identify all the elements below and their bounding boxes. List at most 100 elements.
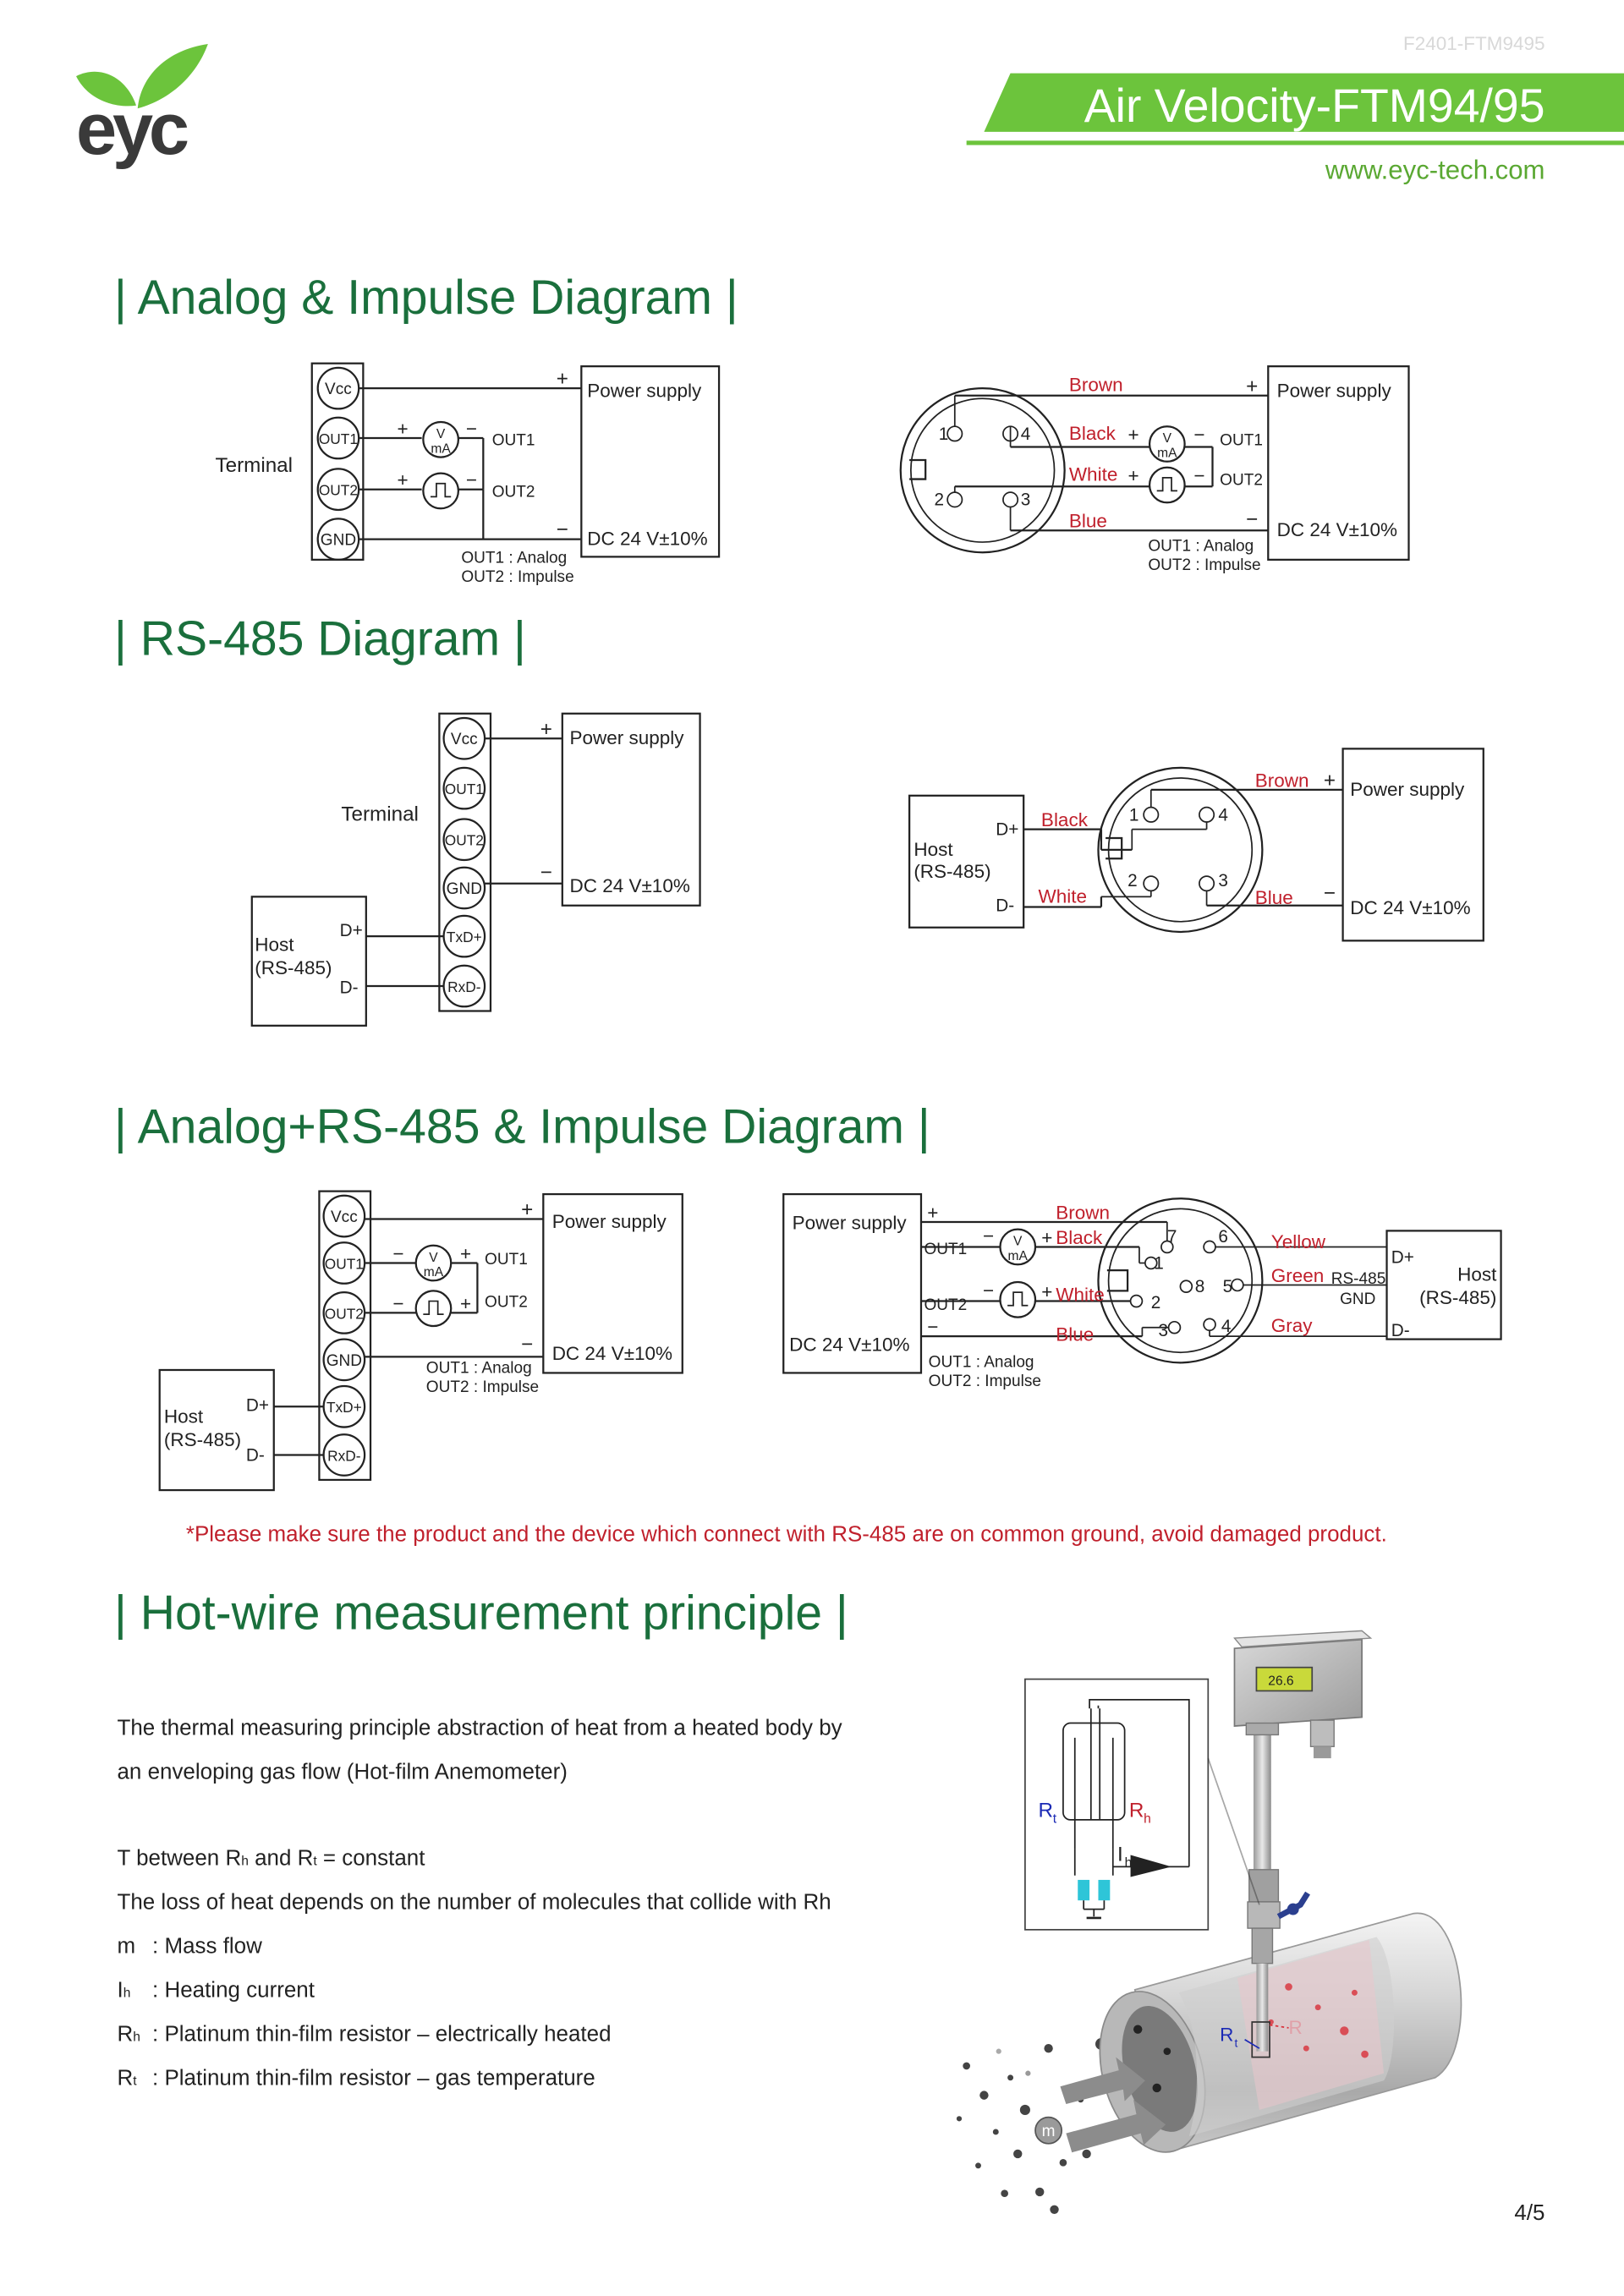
svg-text:−: −	[927, 1317, 938, 1338]
hot-wire-illustration: m R t R 26.6	[956, 1630, 1462, 2214]
svg-text:OUT2: OUT2	[325, 1305, 364, 1322]
svg-text:+: +	[1041, 1281, 1052, 1302]
svg-text:OUT2: OUT2	[492, 483, 535, 501]
svg-text:White: White	[1056, 1285, 1104, 1306]
svg-text:1: 1	[939, 425, 949, 444]
pulse-counter-icon	[422, 472, 460, 510]
svg-text:5: 5	[1223, 1277, 1233, 1296]
svg-text:OUT2: OUT2	[924, 1296, 967, 1314]
svg-text:m: m	[1042, 2123, 1056, 2140]
svg-text:Brown: Brown	[1255, 770, 1309, 791]
svg-text:4: 4	[1218, 805, 1228, 825]
principle-text: The thermal measuring principle abstract…	[118, 1714, 842, 2090]
svg-text:OUT1 : Analog: OUT1 : Analog	[426, 1359, 532, 1377]
svg-text:1: 1	[1154, 1253, 1164, 1273]
svg-text:Power supply: Power supply	[1277, 381, 1392, 402]
svg-text:OUT2 : Impulse: OUT2 : Impulse	[426, 1378, 539, 1396]
svg-text:R: R	[1289, 2017, 1303, 2038]
svg-text:DC 24 V±10%: DC 24 V±10%	[1350, 897, 1470, 918]
svg-text:−: −	[1246, 508, 1258, 531]
definition-heating-current: Ih: Heating current	[118, 1977, 315, 2003]
svg-text:The thermal measuring principl: The thermal measuring principle abstract…	[118, 1714, 842, 1740]
svg-text:−: −	[1324, 882, 1336, 905]
svg-text:GND: GND	[1340, 1290, 1375, 1308]
s1-connector-diagram: 1 4 2 3 Brown + Black + VmA − OUT1 White…	[899, 365, 1410, 574]
svg-text:GND: GND	[321, 532, 356, 550]
lcd-display	[1255, 1666, 1314, 1692]
doc-title: Air Velocity-FTM94/95	[1084, 79, 1545, 132]
svg-text:t: t	[1234, 2036, 1237, 2049]
svg-text:+: +	[1127, 425, 1138, 446]
svg-text:OUT1: OUT1	[325, 1255, 364, 1272]
svg-text:Power supply: Power supply	[1350, 779, 1465, 800]
heading-rs485: | RS-485 Diagram |	[114, 611, 526, 666]
svg-text:D+: D+	[1391, 1248, 1414, 1268]
svg-text:Power supply: Power supply	[793, 1213, 908, 1234]
svg-text:D-: D-	[996, 896, 1014, 916]
svg-text:−: −	[1193, 465, 1204, 486]
svg-text:−: −	[983, 1225, 994, 1247]
svg-text:−: −	[521, 1333, 533, 1356]
svg-text:(RS-485): (RS-485)	[255, 957, 332, 978]
svg-text:Blue: Blue	[1056, 1323, 1094, 1345]
svg-text:TxD+: TxD+	[326, 1399, 362, 1416]
svg-text:RS-485: RS-485	[1331, 1270, 1386, 1288]
svg-text:(RS-485): (RS-485)	[914, 861, 990, 882]
svg-text:Power supply: Power supply	[552, 1211, 667, 1232]
svg-text:Black: Black	[1041, 809, 1089, 830]
svg-text:TxD+: TxD+	[447, 929, 482, 945]
svg-text:Black: Black	[1069, 423, 1116, 444]
svg-text:Rt: Rt	[118, 2064, 138, 2090]
flow-arrow	[1060, 2057, 1145, 2105]
svg-text:V: V	[436, 427, 446, 441]
svg-text:Yellow: Yellow	[1271, 1231, 1326, 1252]
svg-text:R: R	[1220, 2025, 1233, 2046]
logo-text: eyc	[76, 89, 188, 170]
definition-rt: Rt: Platinum thin-film resistor – gas te…	[118, 2064, 595, 2090]
svg-text:6: 6	[1218, 1227, 1228, 1247]
svg-text:Brown: Brown	[1056, 1203, 1110, 1224]
terminal-out2: OUT2	[316, 468, 360, 512]
svg-text:t: t	[1053, 1811, 1057, 1826]
svg-text:OUT1 : Analog: OUT1 : Analog	[929, 1354, 1034, 1372]
svg-text:Vcc: Vcc	[331, 1208, 358, 1226]
svg-text:D-: D-	[340, 978, 359, 998]
flow-arrow	[1066, 2099, 1166, 2153]
svg-text:OUT1: OUT1	[445, 781, 484, 797]
svg-text:−: −	[392, 1243, 403, 1264]
meter-v-ma: VmA	[422, 420, 460, 458]
logo-leaf-left	[76, 71, 137, 107]
svg-text:Host: Host	[164, 1406, 204, 1427]
svg-text:+: +	[927, 1203, 938, 1224]
terminal-vcc: Vcc	[316, 366, 360, 410]
svg-text:8: 8	[1195, 1277, 1205, 1296]
svg-text:V: V	[1013, 1235, 1023, 1249]
svg-text:D+: D+	[996, 820, 1018, 840]
website-link[interactable]: www.eyc-tech.com	[1325, 155, 1545, 184]
host-box	[250, 896, 367, 1027]
svg-text:−: −	[1193, 425, 1204, 446]
s2-connector-diagram: Host (RS-485) D+ D- 1 4 2 3 Brown + Blac…	[908, 748, 1484, 942]
svg-text:Green: Green	[1271, 1265, 1325, 1286]
s1-terminal-diagram: Vcc OUT1 OUT2 GND Terminal + + VmA − OUT…	[215, 362, 721, 586]
svg-text:White: White	[1038, 885, 1086, 907]
svg-text:+: +	[460, 1293, 471, 1314]
svg-text:D-: D-	[1391, 1321, 1410, 1340]
svg-text:V: V	[429, 1251, 438, 1265]
svg-text:4: 4	[1221, 1317, 1232, 1336]
svg-text:+: +	[398, 419, 409, 440]
svg-text:−: −	[557, 518, 568, 541]
svg-text:Brown: Brown	[1069, 375, 1123, 396]
svg-text:Blue: Blue	[1255, 887, 1293, 908]
svg-text:+: +	[1246, 375, 1258, 397]
svg-text:Terminal: Terminal	[341, 803, 419, 825]
svg-text:−: −	[466, 419, 477, 440]
svg-text:OUT1 : Analog: OUT1 : Analog	[461, 549, 567, 567]
svg-text:GND: GND	[326, 1352, 362, 1370]
svg-text:OUT1: OUT1	[924, 1241, 967, 1258]
s3-connector-diagram: Power supply DC 24 V±10% OUT1 OUT2 OUT1 …	[782, 1192, 1502, 1390]
svg-text:Blue: Blue	[1069, 511, 1107, 532]
power-supply-box	[580, 365, 721, 558]
svg-text:7: 7	[1167, 1227, 1177, 1247]
svg-text:3: 3	[1218, 871, 1228, 890]
